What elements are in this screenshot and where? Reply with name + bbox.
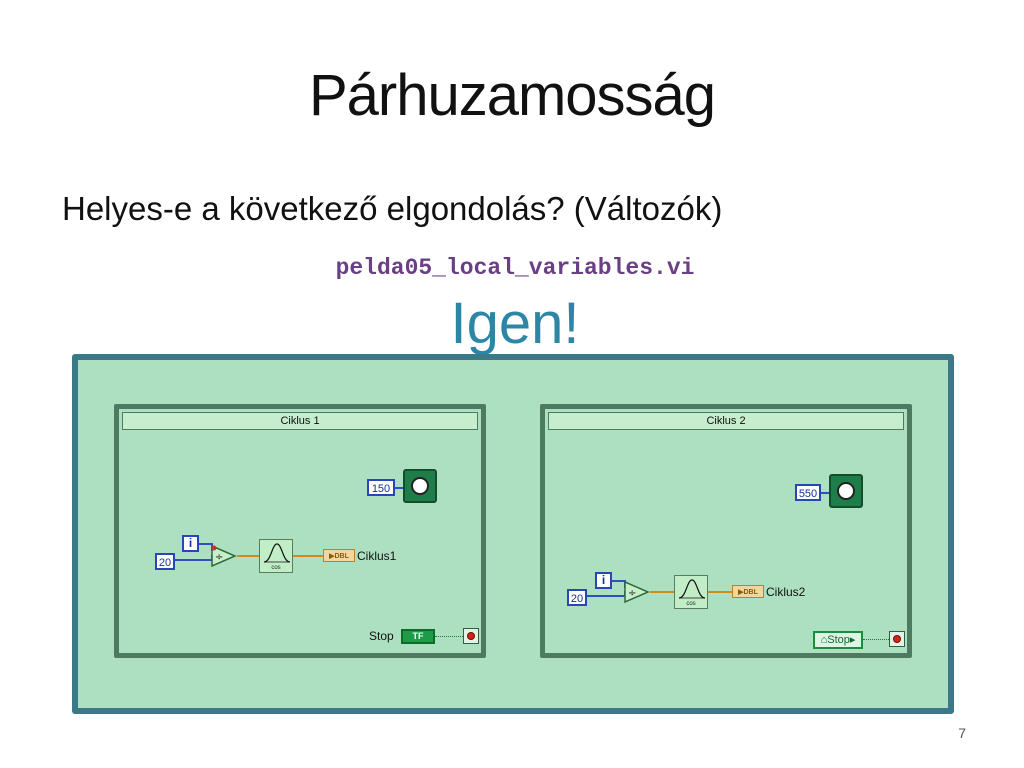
wire [863, 639, 889, 640]
cos-label: cos [271, 565, 281, 571]
page-number: 7 [958, 725, 966, 741]
indicator-label-2: Ciklus2 [766, 585, 806, 599]
wait-ms-icon[interactable] [829, 474, 863, 508]
indicator-ciklus1[interactable]: ▶DBL [323, 549, 355, 562]
divide-symbol: ÷ [215, 552, 223, 563]
divide-icon[interactable]: ÷ [624, 581, 650, 603]
wait-ms-icon[interactable] [403, 469, 437, 503]
wire [293, 555, 323, 557]
stop-local-text: Stop [827, 634, 850, 646]
iteration-terminal-2[interactable]: i [595, 572, 612, 589]
iteration-terminal-1[interactable]: i [182, 535, 199, 552]
wire [435, 636, 463, 637]
while-loop-1[interactable]: Ciklus 1 150 i 20 ÷ cos ▶DBL Ciklus1 [114, 404, 486, 658]
slide-question: Helyes-e a következő elgondolás? (Változ… [62, 190, 723, 227]
stop-terminal-icon[interactable] [463, 628, 479, 644]
while-loop-2[interactable]: Ciklus 2 550 i 20 ÷ cos ▶DBL Ciklus2 [540, 404, 912, 658]
stop-button-control[interactable]: TF [401, 629, 435, 644]
slide-title: Párhuzamosság [308, 63, 716, 128]
divisor-constant-2[interactable]: 20 [567, 589, 587, 606]
wire [587, 595, 626, 597]
stop-label: Stop [369, 629, 394, 643]
vi-filename: pelda05_local_variables.vi [335, 255, 695, 281]
cos-label: cos [686, 601, 696, 607]
cos-function-icon[interactable]: cos [674, 575, 708, 609]
wait-ms-constant-1[interactable]: 150 [367, 479, 395, 496]
loop-2-title: Ciklus 2 [548, 412, 904, 430]
indicator-label-1: Ciklus1 [357, 549, 397, 563]
answer-text: Igen! [450, 291, 580, 356]
dbl-type: DBL [334, 553, 349, 560]
wait-ms-constant-2[interactable]: 550 [795, 484, 821, 501]
wire [199, 543, 213, 545]
stop-local-variable[interactable]: ⌂Stop▸ [813, 631, 863, 649]
wire [175, 559, 213, 561]
divide-symbol: ÷ [628, 588, 636, 599]
stop-terminal-icon[interactable] [889, 631, 905, 647]
loop-1-title: Ciklus 1 [122, 412, 478, 430]
wire [650, 591, 674, 593]
divide-icon[interactable]: ÷ [211, 545, 237, 567]
wire [821, 492, 829, 494]
dbl-type: DBL [743, 589, 758, 596]
block-diagram: Ciklus 1 150 i 20 ÷ cos ▶DBL Ciklus1 [72, 354, 954, 714]
wire [237, 555, 259, 557]
divisor-constant-1[interactable]: 20 [155, 553, 175, 570]
wire [708, 591, 732, 593]
wire [612, 580, 626, 582]
indicator-ciklus2[interactable]: ▶DBL [732, 585, 764, 598]
cos-function-icon[interactable]: cos [259, 539, 293, 573]
wire [395, 487, 403, 489]
